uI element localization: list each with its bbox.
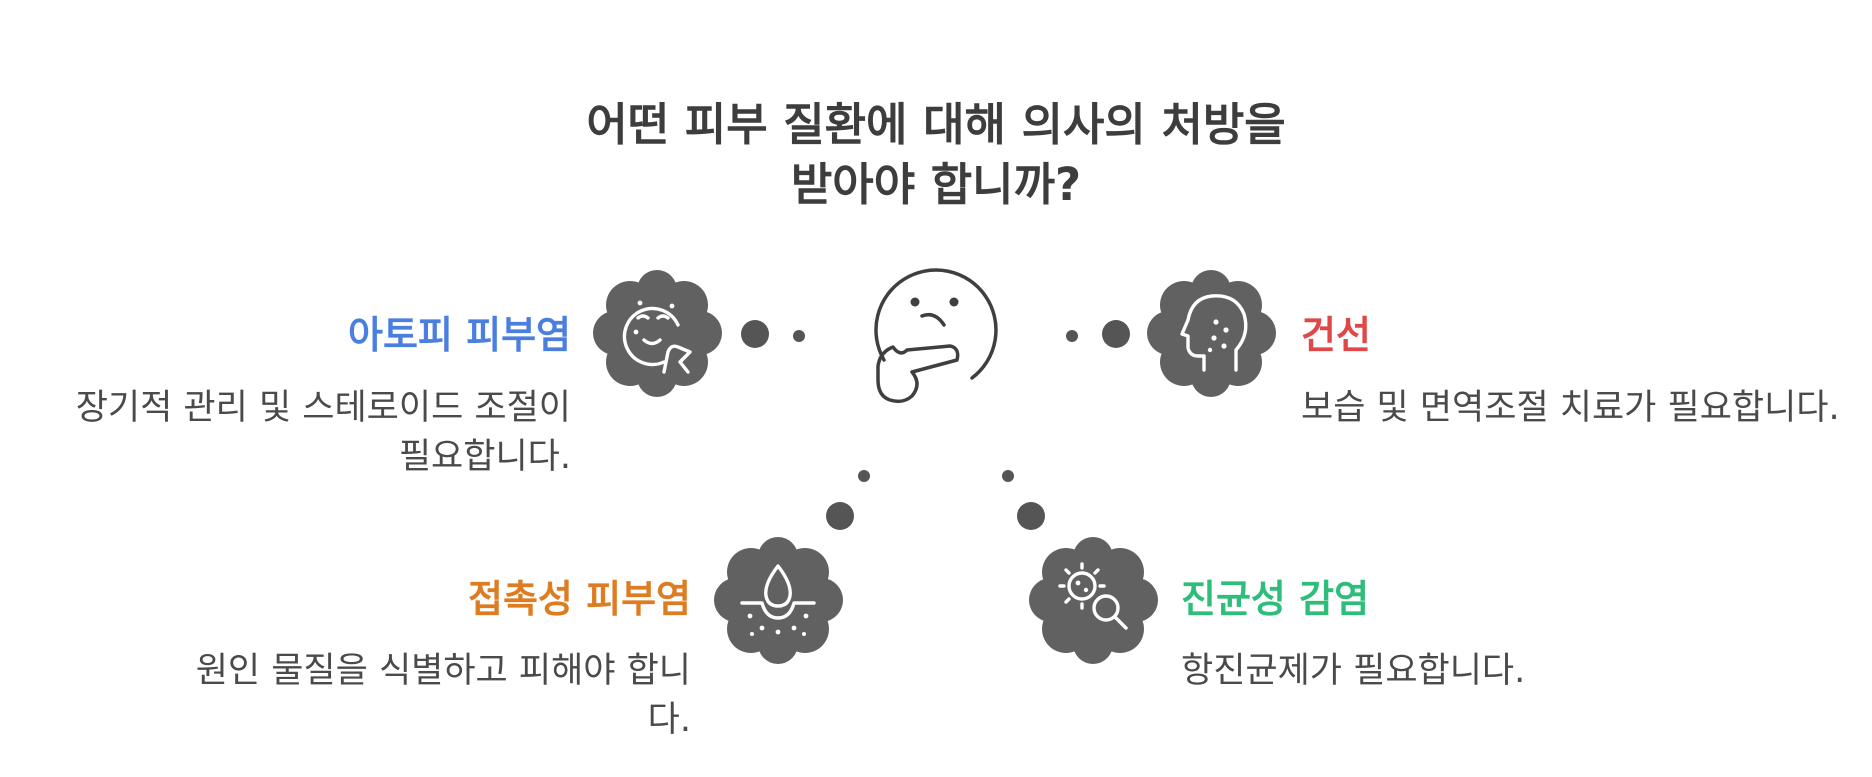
connector-dot [741,320,769,348]
thinking-face-icon [874,268,998,404]
head-profile-spots-icon [1180,294,1248,372]
icon-blob-atopic [593,270,722,397]
connector-dot [826,502,854,530]
icon-blob-contact [714,537,843,664]
face-spots-icon [622,300,692,374]
connector-dot [1017,502,1045,530]
connector-dot [793,330,805,342]
page-title: 어떤 피부 질환에 대해 의사의 처방을 받아야 합니까? [586,98,1286,211]
germ-magnifier-icon [1058,562,1128,630]
skin-droplet-icon [740,564,816,636]
connector-dot [858,470,870,482]
connector-dot [1066,330,1078,342]
heading-psoriasis: 건선 [1301,313,1371,357]
icon-blob-fungal [1029,537,1158,664]
description-fungal-infection: 항진균제가 필요합니다. [1181,651,1526,691]
connector-dots [741,320,1130,530]
icon-blob-psoriasis [1147,270,1276,397]
heading-fungal-infection: 진균성 감염 [1181,577,1370,621]
description-contact-dermatitis: 원인 물질을 식별하고 피해야 합니다. [195,651,691,740]
connector-dot [1102,320,1130,348]
connector-dot [1002,470,1014,482]
heading-atopic-dermatitis: 아토피 피부염 [348,313,571,357]
description-atopic-dermatitis: 장기적 관리 및 스테로이드 조절이 필요합니다. [75,388,571,477]
heading-contact-dermatitis: 접촉성 피부염 [468,577,691,621]
description-psoriasis: 보습 및 면역조절 치료가 필요합니다. [1301,388,1840,428]
